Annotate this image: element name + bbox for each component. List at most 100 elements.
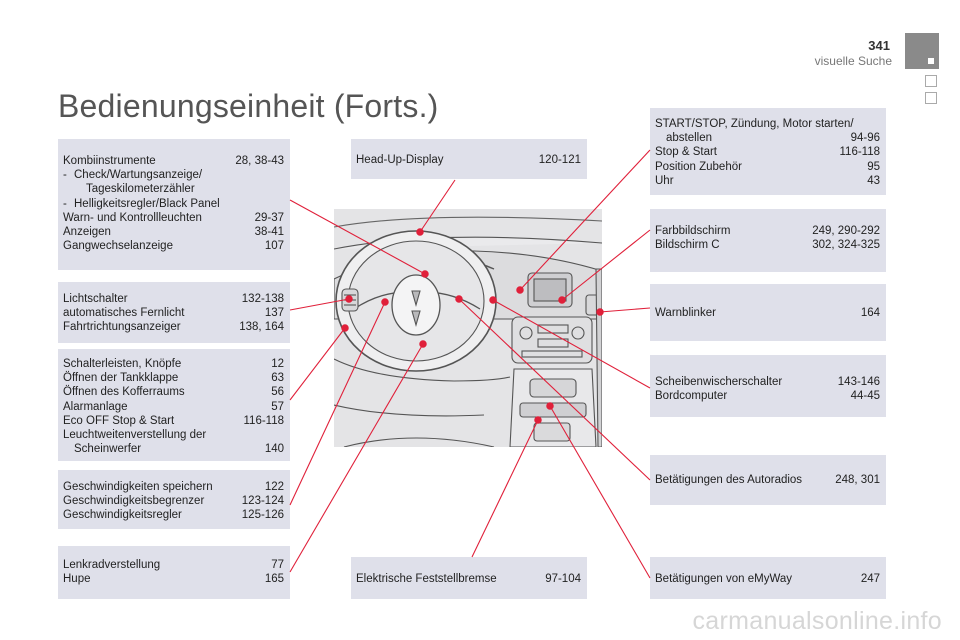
- entry-label: Anzeigen: [63, 226, 111, 239]
- entry-row: Gangwechselanzeige 107: [63, 239, 284, 253]
- entry-page-ref[interactable]: 95: [867, 160, 880, 173]
- callout-warnblinker: [599, 307, 651, 313]
- entry-page-ref[interactable]: 38-41: [254, 226, 284, 239]
- entry-label: Check/Wartungsanzeige/: [63, 168, 276, 182]
- entry-page-ref[interactable]: 122: [264, 481, 284, 493]
- entry-row: Position Zubehör 95: [655, 160, 880, 174]
- entry-label: Alarmanlage: [63, 400, 128, 413]
- entry-row: Warn- und Kontrollleuchten 29-37: [63, 211, 284, 225]
- entry-label: Fahrtrichtungsanzeiger: [63, 321, 181, 334]
- entry-row: Anzeigen 38-41: [63, 225, 284, 239]
- entry-row: Bildschirm C 302, 324-325: [655, 238, 880, 252]
- entry-row: Alarmanlage 57: [63, 400, 284, 414]
- entry-row: Leuchtweitenverstellung der: [63, 428, 284, 442]
- section-tab[interactable]: [925, 75, 937, 87]
- entry-row: Geschwindigkeitsregler 125-126: [63, 508, 284, 522]
- entry-label: Geschwindigkeitsbegrenzer: [63, 495, 205, 508]
- entry-label: Hupe: [63, 573, 91, 586]
- entry-page-ref[interactable]: 56: [271, 386, 284, 399]
- entry-row: Schalterleisten, Knöpfe 12: [63, 357, 284, 371]
- entry-label: Geschwindigkeiten speichern: [63, 481, 213, 493]
- section-tab[interactable]: [925, 92, 937, 104]
- entry-page-ref[interactable]: 132-138: [241, 293, 284, 305]
- entry-page-ref[interactable]: 44-45: [850, 390, 880, 403]
- entry-label: Geschwindigkeitsregler: [63, 509, 182, 522]
- entry-page-ref[interactable]: 247: [860, 573, 880, 585]
- entry-page-ref[interactable]: 138, 164: [239, 321, 284, 334]
- entry-label: Stop & Start: [655, 146, 718, 159]
- entry-page-ref[interactable]: 116-118: [243, 414, 285, 427]
- entry-label: Tageskilometerzähler: [86, 183, 195, 196]
- tab-marker-icon: [928, 58, 934, 64]
- entry-row: Check/Wartungsanzeige/: [63, 168, 284, 182]
- entry-page-ref[interactable]: 123-124: [241, 495, 284, 508]
- entry-page-ref[interactable]: 165: [264, 573, 284, 586]
- entry-label: automatisches Fernlicht: [63, 307, 185, 320]
- entry-row: Bordcomputer 44-45: [655, 389, 880, 403]
- entry-label: Elektrische Feststellbremse: [356, 573, 497, 585]
- entry-row: Geschwindigkeiten speichern 122: [63, 480, 284, 494]
- entry-row: Betätigungen des Autoradios 248, 301: [655, 473, 880, 487]
- entry-page-ref[interactable]: 43: [867, 174, 880, 187]
- entry-page-ref[interactable]: 12: [271, 358, 284, 370]
- entry-page-ref[interactable]: 120-121: [538, 154, 581, 166]
- entry-page-ref[interactable]: 29-37: [254, 211, 284, 224]
- entry-page-ref[interactable]: 57: [271, 400, 284, 413]
- entry-label: Gangwechselanzeige: [63, 240, 173, 253]
- entry-label: Bordcomputer: [655, 390, 728, 403]
- box-feststellbremse: Elektrische Feststellbremse 97-104: [351, 557, 587, 599]
- entry-label: START/STOP, Zündung, Motor starten/: [655, 118, 854, 130]
- entry-label: abstellen: [666, 132, 713, 145]
- entry-label: Betätigungen des Autoradios: [655, 474, 803, 486]
- entry-page-ref[interactable]: 94-96: [850, 132, 880, 145]
- entry-row: START/STOP, Zündung, Motor starten/: [655, 117, 880, 131]
- entry-page-ref[interactable]: 164: [860, 307, 880, 319]
- entry-row: Tageskilometerzähler: [63, 182, 284, 196]
- entry-label: Lichtschalter: [63, 293, 128, 305]
- entry-page-ref[interactable]: 302, 324-325: [812, 239, 880, 252]
- box-autoradio: Betätigungen des Autoradios 248, 301: [650, 455, 886, 505]
- entry-page-ref[interactable]: 63: [271, 372, 284, 385]
- entry-label: Scheibenwischerschalter: [655, 376, 783, 388]
- entry-label: Bildschirm C: [655, 239, 720, 252]
- entry-page-ref[interactable]: 143-146: [837, 376, 880, 388]
- entry-page-ref[interactable]: 249, 290-292: [812, 225, 880, 237]
- entry-label: Warn- und Kontrollleuchten: [63, 211, 202, 224]
- entry-page-ref[interactable]: 140: [264, 443, 284, 456]
- entry-row: Lichtschalter 132-138: [63, 292, 284, 306]
- entry-row: automatisches Fernlicht 137: [63, 306, 284, 320]
- entry-page-ref[interactable]: 137: [264, 307, 284, 320]
- entry-page-ref[interactable]: 125-126: [241, 509, 284, 522]
- page-number: 341: [868, 38, 890, 53]
- entry-label: Uhr: [655, 174, 674, 187]
- entry-label: Schalterleisten, Knöpfe: [63, 358, 182, 370]
- entry-row: Helligkeitsregler/Black Panel: [63, 197, 284, 211]
- entry-row: Geschwindigkeitsbegrenzer 123-124: [63, 494, 284, 508]
- box-startstop: START/STOP, Zündung, Motor starten/abste…: [650, 108, 886, 195]
- dashboard-drawing: [334, 216, 602, 447]
- entry-page-ref[interactable]: 97-104: [545, 573, 581, 585]
- entry-page-ref[interactable]: 77: [271, 559, 284, 571]
- entry-row: Elektrische Feststellbremse 97-104: [356, 572, 581, 586]
- section-tab-active[interactable]: [905, 33, 939, 69]
- entry-page-ref[interactable]: 107: [264, 240, 284, 253]
- entry-page-ref[interactable]: 248, 301: [835, 474, 880, 486]
- entry-page-ref[interactable]: 28, 38-43: [235, 155, 284, 167]
- entry-page-ref[interactable]: 116-118: [839, 146, 881, 159]
- section-label: visuelle Suche: [814, 54, 892, 68]
- entry-label: Position Zubehör: [655, 160, 742, 173]
